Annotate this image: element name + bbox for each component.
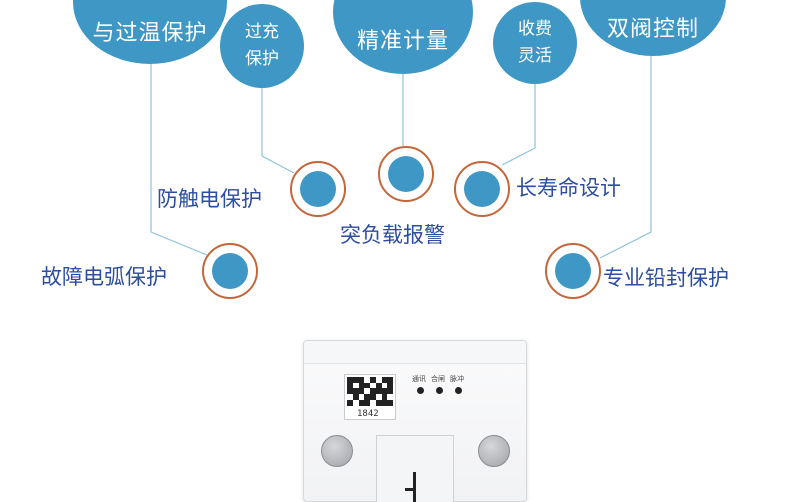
dot-anti-touch <box>290 161 346 217</box>
screw-left <box>321 435 353 467</box>
device-serial: 1842 <box>357 409 379 419</box>
terminal-pin-foot <box>405 488 415 491</box>
screw-right <box>478 435 510 467</box>
led-pulse <box>455 387 462 394</box>
bubble-overcharge-protection: 过充 保护 <box>220 4 304 88</box>
dot-long-life <box>454 161 510 217</box>
bubble-overcharge-line1: 过充 <box>245 22 279 42</box>
feature-anti-touch-label: 防触电保护 <box>157 187 262 211</box>
feature-long-life-label: 长寿命设计 <box>516 176 621 200</box>
led-label-pulse: 脉冲 <box>450 375 464 383</box>
meter-device: 1842 通讯 合闸 脉冲 <box>303 340 527 502</box>
bubble-overcharge-line2: 保护 <box>245 49 279 69</box>
bubble-overtemp-label: 与过温保护 <box>92 21 208 46</box>
device-top-strip <box>304 341 526 364</box>
bubble-flexible-billing: 收费 灵活 <box>493 2 577 84</box>
dot-overload-center <box>388 156 424 192</box>
bubble-billing-line1: 收费 <box>518 19 552 39</box>
led-comm <box>417 387 424 394</box>
dot-arc-fault <box>202 243 258 299</box>
qr-code <box>344 374 396 420</box>
dot-long-life-center <box>464 171 500 207</box>
bubble-metering-label: 精准计量 <box>356 29 449 54</box>
led-close <box>436 387 443 394</box>
dot-lead-seal-center <box>555 253 591 289</box>
led-label-comm: 通讯 <box>412 375 426 383</box>
dot-lead-seal <box>545 243 601 299</box>
dot-overload <box>378 146 434 202</box>
dot-anti-touch-center <box>300 171 336 207</box>
terminal-pin <box>413 472 416 502</box>
feature-overload-label: 突负载报警 <box>340 223 445 247</box>
bubble-dualvalve-label: 双阀控制 <box>606 17 699 42</box>
terminal-window <box>376 435 454 502</box>
feature-arc-fault-label: 故障电弧保护 <box>41 265 167 289</box>
connector-lines <box>150 55 652 259</box>
led-label-close: 合闸 <box>431 375 445 383</box>
feature-lead-seal-label: 专业铅封保护 <box>603 266 729 290</box>
bubble-billing-line2: 灵活 <box>518 46 552 66</box>
dot-arc-fault-center <box>212 253 248 289</box>
